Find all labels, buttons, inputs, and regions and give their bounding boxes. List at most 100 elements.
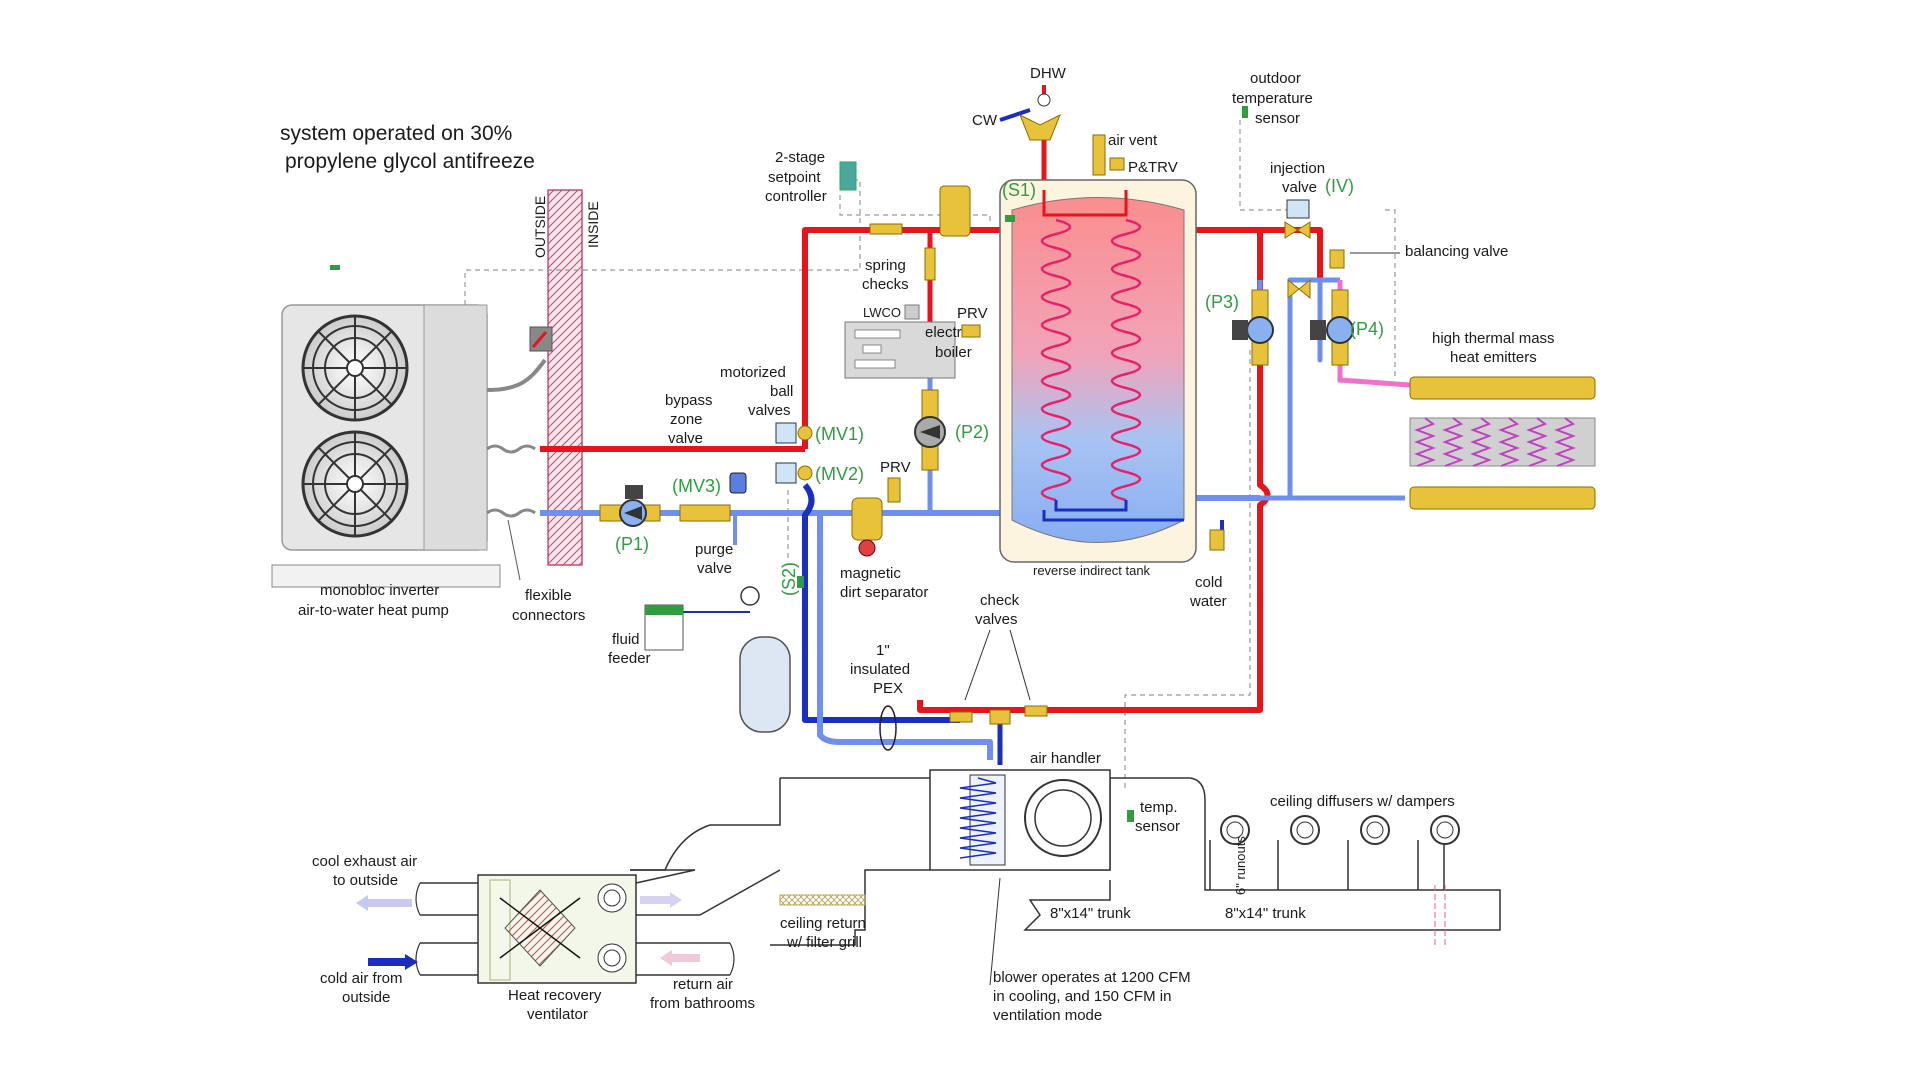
mv2-label: (MV2): [815, 464, 864, 484]
tank-label: reverse indirect tank: [1033, 563, 1151, 578]
prv-mid-label: PRV: [880, 459, 911, 476]
mv1-actuator-icon: [775, 422, 797, 444]
wall-outside-label: OUTSIDE: [532, 196, 548, 258]
air-separator: [939, 185, 971, 237]
air-handler: [929, 769, 1111, 871]
bypass-label-3: valve: [668, 430, 703, 447]
fan-bottom-icon: [301, 430, 409, 538]
setpoint-controller-icon: [839, 161, 857, 191]
trunk1-label: 8"x14" trunk: [1050, 905, 1131, 922]
mixing-valve: [1019, 93, 1061, 141]
emitters-label-1: high thermal mass: [1432, 330, 1555, 347]
cold-water-label-1: cold: [1195, 574, 1223, 591]
mv3-label: (MV3): [672, 476, 721, 496]
mv1-valve-icon[interactable]: [797, 425, 813, 441]
dhw-label: DHW: [1030, 65, 1067, 82]
heat-recovery-ventilator: [477, 874, 637, 984]
controller-label-3: controller: [765, 188, 827, 205]
spring-checks-label-2: checks: [862, 276, 909, 293]
controller-label-1: 2-stage: [775, 149, 825, 166]
outdoor-sensor-label-3: sensor: [1255, 110, 1300, 127]
return-air-label-1: return air: [673, 976, 733, 993]
prv-top-icon: [961, 324, 981, 338]
air-vent-label: air vent: [1108, 132, 1158, 149]
sensor-s2-label: (S2): [779, 562, 799, 596]
return-air-label-2: from bathrooms: [650, 995, 755, 1012]
pex-label-2: insulated: [850, 661, 910, 678]
pump-p3-icon: [1232, 289, 1274, 366]
check-valves-label-1: check: [980, 592, 1020, 609]
note-line2: propylene glycol antifreeze: [285, 150, 535, 173]
heat-pump-unit: [271, 304, 547, 588]
expansion-tank-icon: [739, 636, 791, 733]
small-indicator: [330, 265, 340, 270]
flex-connector-top: [486, 444, 536, 454]
air-handler-label: air handler: [1030, 750, 1101, 767]
temp-sensor-label-2: sensor: [1135, 818, 1180, 835]
pump-p4-icon: [1310, 289, 1354, 366]
purge-label-1: purge: [695, 541, 733, 558]
controller-label-2: setpoint: [768, 169, 821, 186]
mv2-valve-icon[interactable]: [797, 465, 813, 481]
bypass-label-1: bypass: [665, 392, 713, 409]
pex-label-3: PEX: [873, 680, 903, 697]
pex-insulation-icon: [879, 705, 897, 751]
dirt-sep-label-1: magnetic: [840, 565, 901, 582]
tee-fitting-icon: [989, 709, 1011, 725]
pump-p1-label: (P1): [615, 534, 649, 554]
runouts-label: 6" runouts: [1233, 836, 1248, 895]
flexible-label-1: flexible: [525, 587, 572, 604]
lwco-label: LWCO: [863, 305, 901, 320]
purge-valve-icon[interactable]: [679, 504, 731, 522]
ptrv-icon: [1109, 157, 1125, 171]
mv2-actuator-icon: [775, 462, 797, 484]
balancing-valve-icon[interactable]: [1329, 249, 1345, 269]
wall-inside-label: INSIDE: [585, 201, 601, 248]
dirt-sep-label-2: dirt separator: [840, 584, 928, 601]
motorized-label-1: motorized: [720, 364, 786, 381]
mv1-label: (MV1): [815, 424, 864, 444]
pump-p2-icon: [914, 389, 946, 471]
exhaust-label-2: to outside: [333, 872, 398, 889]
motorized-label-2: ball: [770, 383, 793, 400]
reverse-indirect-tank: [999, 179, 1197, 563]
prv-mid-icon: [887, 477, 901, 503]
tank-coil-right: [1110, 218, 1142, 502]
cold-air-label-2: outside: [342, 989, 390, 1006]
cw-label: CW: [972, 112, 998, 129]
cold-water-label-2: water: [1189, 593, 1227, 610]
boiler-label-1: electric: [925, 324, 973, 341]
pump-p1-icon: [599, 485, 661, 527]
emitters-label-2: heat emitters: [1450, 349, 1537, 366]
outdoor-sensor-icon: [1242, 106, 1248, 118]
lwco-icon: [904, 304, 920, 320]
cold-air-label-1: cold air from: [320, 970, 403, 987]
bypass-tee-valve: [1287, 278, 1311, 300]
ceiling-return-label-1: ceiling return: [780, 915, 866, 932]
pressure-gauge-icon: [740, 586, 760, 606]
ceiling-return-label-2: w/ filter grill: [786, 934, 862, 951]
check-valve-hot-icon: [1024, 705, 1048, 717]
hrv-ducting: [420, 869, 781, 976]
iv-label: (IV): [1325, 176, 1354, 196]
injection-valve-icon[interactable]: [1284, 221, 1311, 239]
fluid-feeder-label-1: fluid: [612, 631, 640, 648]
sensor-s1-label: (S1): [1002, 180, 1036, 200]
dirt-separator-icon: [851, 497, 883, 557]
flexible-label-2: connectors: [512, 607, 585, 624]
heat-pump-label-2: air-to-water heat pump: [298, 602, 449, 619]
boiler-label-2: boiler: [935, 344, 972, 361]
check-valve-cold-icon: [949, 711, 973, 723]
blower-note-2: in cooling, and 150 CFM in: [993, 988, 1171, 1005]
temp-sensor-label-1: temp.: [1140, 799, 1178, 816]
ptrv-label: P&TRV: [1128, 159, 1178, 176]
mv3-bypass-valve-icon[interactable]: [729, 472, 747, 494]
purge-label-2: valve: [697, 560, 732, 577]
trunk2-label: 8"x14" trunk: [1225, 905, 1306, 922]
blower-note-3: ventilation mode: [993, 1007, 1102, 1024]
pump-p2-label: (P2): [955, 422, 989, 442]
pump-p4-label: (P4): [1350, 319, 1384, 339]
fluid-feeder-label-2: feeder: [608, 650, 651, 667]
injection-valve-actuator: [1286, 199, 1310, 219]
